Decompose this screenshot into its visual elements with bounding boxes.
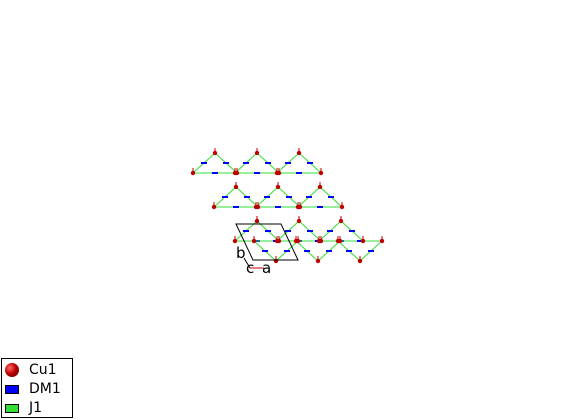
- cu1-atom: [357, 258, 363, 264]
- cu1-atom: [295, 204, 301, 210]
- legend-item-j1[interactable]: J1: [5, 399, 42, 417]
- kagome-lattice: [190, 148, 385, 264]
- cu1-atom: [273, 258, 279, 264]
- cu1-atom: [379, 238, 385, 244]
- cu1-atom: [275, 184, 281, 190]
- axes-triad: b c a: [236, 244, 271, 277]
- box-icon: [5, 403, 19, 413]
- axis-label-b: b: [236, 244, 246, 262]
- legend-item-cu1[interactable]: Cu1: [5, 361, 57, 379]
- cu1-atom: [318, 170, 324, 176]
- axis-label-c: c: [246, 259, 254, 277]
- unit-cell-outline: [235, 223, 299, 261]
- legend: Cu1 DM1 J1: [1, 358, 73, 418]
- cu1-atom: [316, 238, 322, 244]
- cu1-atom: [317, 184, 323, 190]
- cu1-atom: [232, 238, 238, 244]
- cu1-atom: [338, 218, 344, 224]
- legend-label-dm1: DM1: [29, 381, 61, 397]
- legend-label-cu1: Cu1: [29, 362, 57, 378]
- cu1-atom: [274, 238, 280, 244]
- cu1-atom: [212, 150, 218, 156]
- cu1-atom: [296, 218, 302, 224]
- cu1-atom: [254, 218, 260, 224]
- cu1-atom: [335, 238, 341, 244]
- sphere-icon: [5, 363, 19, 377]
- cu1-atom: [296, 150, 302, 156]
- axis-label-a: a: [262, 259, 271, 277]
- cu1-atom: [360, 238, 366, 244]
- legend-item-dm1[interactable]: DM1: [5, 380, 61, 398]
- cu1-atom: [190, 170, 196, 176]
- unit-cell: [235, 223, 299, 261]
- cu1-atom: [232, 170, 238, 176]
- cu1-atom: [233, 184, 239, 190]
- cu1-atom: [211, 204, 217, 210]
- cu1-atom: [253, 204, 259, 210]
- box-icon: [5, 384, 19, 394]
- cu1-atom: [254, 150, 260, 156]
- cu1-atom: [251, 238, 257, 244]
- legend-label-j1: J1: [29, 400, 43, 416]
- cu1-atom: [274, 170, 280, 176]
- cu1-atom: [339, 204, 345, 210]
- cu1-atom: [293, 238, 299, 244]
- axis-b-line: [243, 257, 251, 269]
- cu1-atom: [315, 258, 321, 264]
